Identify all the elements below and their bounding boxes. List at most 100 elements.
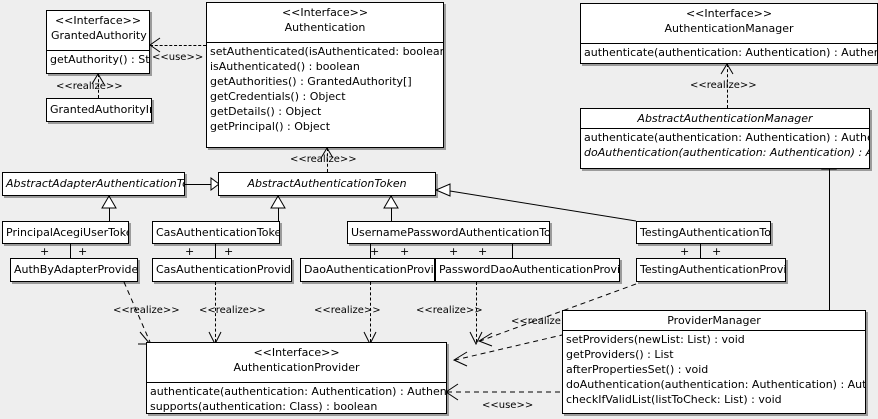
class-member: checkIfValidList(listToCheck: List) : vo…	[566, 393, 782, 406]
class-name: AuthByAdapterProvider	[14, 263, 138, 276]
class-box-cas-authentication-token[interactable]: CasAuthenticationToken	[152, 221, 280, 244]
class-name: PrincipalAcegiUserToken	[6, 226, 129, 239]
edge-label-use-grantedauthority: <<use>>	[152, 52, 204, 63]
connector-abstractauthenticationtoken-realize	[327, 148, 328, 172]
class-member: doAuthentication(authentication: Authent…	[566, 378, 865, 391]
class-box-principal-acegi-user-token[interactable]: PrincipalAcegiUserToken	[2, 221, 129, 244]
assoc-plus-marker: +	[478, 245, 488, 258]
connector-abstractauthenticationmanager-realize	[727, 64, 728, 108]
class-header: AbstractAuthenticationManager	[581, 109, 869, 129]
connector-principalacegi-to-authbyadapter	[70, 244, 71, 258]
connector-adaptertoken-to-abstracttoken	[185, 184, 211, 185]
assoc-plus-marker: +	[78, 245, 88, 258]
class-name: AbstractAdapterAuthenticationToken	[6, 177, 184, 190]
class-member: getProviders() : List	[566, 348, 674, 361]
class-header: <<Interface>> Authentication	[207, 3, 443, 43]
class-name: GrantedAuthorityImpl	[50, 103, 151, 116]
class-box-testing-authentication-token[interactable]: TestingAuthenticationToken	[636, 221, 771, 244]
connector-userpasstoken-generalization	[391, 196, 392, 222]
class-name: TestingAuthenticationToken	[640, 226, 771, 239]
class-name: AuthenticationManager	[664, 22, 794, 35]
class-box-auth-by-adapter-provider[interactable]: AuthByAdapterProvider	[10, 258, 138, 282]
edge-label-realize-casauthenticationprovider: <<realize>>	[199, 305, 266, 316]
edge-label-realize-abstractauthenticationtoken: <<realize>>	[290, 154, 357, 165]
class-name: Authentication	[284, 21, 366, 34]
class-header: <<Interface>> GrantedAuthority	[47, 11, 149, 51]
class-header: <<Interface>> AuthenticationProvider	[147, 343, 446, 383]
connector-castoken-generalization	[278, 196, 279, 222]
class-members: authenticate(authentication: Authenticat…	[581, 129, 869, 162]
connector-userpasstoken-to-daoprovider	[370, 244, 371, 258]
class-members: setAuthenticated(isAuthenticated: boolea…	[207, 43, 443, 136]
class-box-authentication-provider[interactable]: <<Interface>> AuthenticationProvider aut…	[146, 342, 447, 414]
class-name: TestingAuthenticationProvider	[640, 263, 785, 276]
class-name: UsernamePasswordAuthenticationToken	[351, 226, 550, 239]
assoc-plus-marker: +	[712, 245, 722, 258]
class-members: authenticate(authentication: Authenticat…	[147, 383, 446, 416]
class-name: AbstractAuthenticationToken	[247, 177, 407, 190]
class-members: setProviders(newList: List) : void getPr…	[563, 331, 865, 409]
class-box-username-password-authentication-token[interactable]: UsernamePasswordAuthenticationToken	[347, 221, 550, 244]
class-header: <<Interface>> AuthenticationManager	[581, 4, 877, 44]
class-name: DaoAuthenticationProvider	[304, 263, 434, 276]
class-member: setProviders(newList: List) : void	[566, 333, 745, 346]
connector-principalacegi-generalization	[109, 196, 110, 222]
assoc-plus-marker: +	[400, 245, 410, 258]
class-box-abstract-authentication-manager[interactable]: AbstractAuthenticationManager authentica…	[580, 108, 870, 169]
class-box-dao-authentication-provider[interactable]: DaoAuthenticationProvider	[300, 258, 435, 282]
class-name: CasAuthenticationToken	[156, 226, 280, 239]
class-name: AuthenticationProvider	[233, 361, 360, 374]
class-member: authenticate(authentication: Authenticat…	[584, 46, 877, 59]
connector-userpasstoken-to-passworddaoprovider	[512, 244, 513, 258]
stereotype-label: <<Interface>>	[281, 6, 369, 19]
class-header: ProviderManager	[563, 311, 865, 331]
class-box-abstract-authentication-token[interactable]: AbstractAuthenticationToken	[218, 172, 436, 196]
class-member: supports(authentication: Class) : boolea…	[150, 400, 378, 413]
class-box-provider-manager[interactable]: ProviderManager setProviders(newList: Li…	[562, 310, 866, 414]
assoc-plus-marker: +	[370, 245, 380, 258]
assoc-plus-marker: +	[40, 245, 50, 258]
class-member: authenticate(authentication: Authenticat…	[150, 385, 446, 398]
class-member: getAuthority() : String	[50, 53, 149, 66]
stereotype-label: <<Interface>>	[253, 346, 340, 359]
connector-casprovider-realize	[215, 282, 216, 342]
class-member: isAuthenticated() : boolean	[210, 60, 360, 73]
edge-label-realize-authbyadapterprovider: <<realize>>	[113, 305, 180, 316]
class-box-abstract-adapter-authentication-token[interactable]: AbstractAdapterAuthenticationToken	[2, 172, 185, 196]
class-member: afterPropertiesSet() : void	[566, 363, 709, 376]
assoc-plus-marker: +	[185, 245, 195, 258]
class-box-testing-authentication-provider[interactable]: TestingAuthenticationProvider	[636, 258, 786, 282]
edge-label-realize-grantedauthorityimpl: <<realize>>	[56, 81, 123, 92]
class-member: getAuthorities() : GrantedAuthority[]	[210, 75, 412, 88]
class-name: CasAuthenticationProvider	[156, 263, 292, 276]
class-member: setAuthenticated(isAuthenticated: boolea…	[210, 45, 443, 58]
class-box-authentication[interactable]: <<Interface>> Authentication setAuthenti…	[206, 2, 444, 148]
class-box-granted-authority-impl[interactable]: GrantedAuthorityImpl	[46, 98, 152, 122]
assoc-plus-marker: +	[680, 245, 690, 258]
stereotype-label: <<Interface>>	[685, 7, 773, 20]
edge-label-realize-abstractauthenticationmanager: <<realize>>	[690, 80, 757, 91]
assoc-plus-marker: +	[449, 245, 459, 258]
connector-testingtoken-to-testingprovider	[700, 244, 701, 258]
stereotype-label: <<Interface>>	[54, 14, 142, 27]
class-name: PasswordDaoAuthenticationProvider	[439, 263, 620, 276]
class-name: ProviderManager	[667, 314, 761, 327]
connector-passworddaoprovider-realize	[476, 282, 477, 342]
connector-daoprovider-realize	[370, 282, 371, 342]
connector-providermanager-generalization	[829, 169, 830, 310]
connector-grantedauthorityimpl-realize	[98, 74, 99, 98]
edge-label-use-providermanager: <<use>>	[482, 400, 534, 411]
class-member: doAuthentication(authentication: Authent…	[584, 146, 869, 159]
class-box-cas-authentication-provider[interactable]: CasAuthenticationProvider	[152, 258, 292, 282]
edge-label-realize-daoauthenticationprovider: <<realize>>	[314, 305, 381, 316]
class-member: getPrincipal() : Object	[210, 120, 331, 133]
class-box-password-dao-authentication-provider[interactable]: PasswordDaoAuthenticationProvider	[435, 258, 620, 282]
class-box-granted-authority[interactable]: <<Interface>> GrantedAuthority getAuthor…	[46, 10, 150, 74]
class-box-authentication-manager[interactable]: <<Interface>> AuthenticationManager auth…	[580, 3, 878, 64]
assoc-plus-marker: +	[224, 245, 234, 258]
class-member: getCredentials() : Object	[210, 90, 346, 103]
edge-label-realize-passworddaoauthenticationprovider: <<realize>>	[416, 305, 483, 316]
class-member: getDetails() : Object	[210, 105, 322, 118]
class-members: authenticate(authentication: Authenticat…	[581, 44, 877, 62]
